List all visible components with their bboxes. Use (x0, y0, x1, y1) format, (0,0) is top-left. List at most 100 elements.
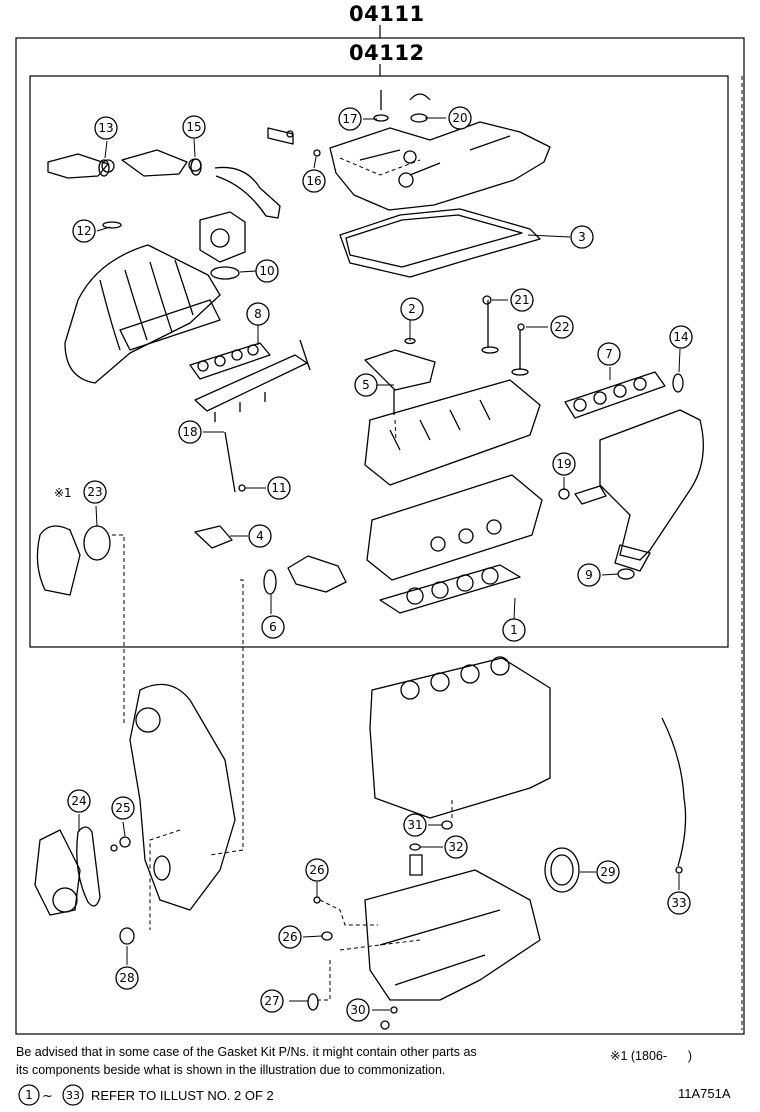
callout-number: 30 (350, 1003, 365, 1017)
callout-number: 32 (448, 840, 463, 854)
callout-circle (669, 325, 693, 349)
callout-number: 3 (578, 230, 586, 244)
callout-number: 20 (452, 111, 467, 125)
callout-11: 11 (267, 476, 291, 500)
callout-number: 27 (264, 994, 279, 1008)
callout-number: 18 (182, 425, 197, 439)
callout-18: 18 (178, 420, 202, 444)
callout-number: 9 (585, 568, 593, 582)
callout-4: 4 (248, 524, 272, 548)
callout-9: 9 (577, 563, 601, 587)
callout-21: 21 (510, 288, 534, 312)
callout-circle (667, 891, 691, 915)
callout-circle (338, 107, 362, 131)
callout-13: 13 (94, 116, 118, 140)
callout-circle (94, 116, 118, 140)
callout-24: 24 (67, 789, 91, 813)
callout-circle (72, 219, 96, 243)
callout-number: 31 (407, 818, 422, 832)
range-start-number: 1 (25, 1088, 33, 1102)
callout-circle (111, 796, 135, 820)
callout-14: 14 (669, 325, 693, 349)
callout-number: 16 (306, 174, 321, 188)
callout-circle (261, 615, 285, 639)
callout-30: 30 (346, 998, 370, 1022)
callout-circle (550, 315, 574, 339)
callout-25: 25 (111, 796, 135, 820)
callout-circle (305, 858, 329, 882)
callout-number: 2 (408, 302, 416, 316)
callout-circle (278, 925, 302, 949)
callout-number: 19 (556, 457, 571, 471)
callout-16: 16 (302, 169, 326, 193)
callout-number: 17 (342, 112, 357, 126)
callout-circle (260, 989, 284, 1013)
notice-line-2: its components beside what is shown in t… (16, 1063, 446, 1077)
illustration-id: 11A751A (678, 1086, 731, 1101)
callout-17: 17 (338, 107, 362, 131)
callout-circle (246, 302, 270, 326)
callout-circle (597, 342, 621, 366)
callout-2: 2 (400, 297, 424, 321)
kit-code-04112: 04112 (349, 41, 425, 65)
note-mark: ※1 (54, 486, 72, 500)
callout-number: 28 (119, 971, 134, 985)
callout-circle (346, 998, 370, 1022)
callout-number: 29 (600, 865, 615, 879)
callout-circle (577, 563, 601, 587)
callout-circle (510, 288, 534, 312)
callout-27: 27 (260, 989, 284, 1013)
range-end-circle: 33 (62, 1084, 84, 1106)
callout-circle (302, 169, 326, 193)
kit-code-04111: 04111 (349, 2, 425, 26)
callout-circle (403, 813, 427, 837)
callout-32: 32 (444, 835, 468, 859)
callout-circle (552, 452, 576, 476)
refer-text: REFER TO ILLUST NO. 2 OF 2 (91, 1088, 274, 1103)
callout-31: 31 (403, 813, 427, 837)
callout-26: 26 (278, 925, 302, 949)
dashed-leaders (112, 157, 453, 1001)
callout-8: 8 (246, 302, 270, 326)
range-start-circle: 1 (18, 1084, 40, 1106)
callout-number: 22 (554, 320, 569, 334)
callout-29: 29 (596, 860, 620, 884)
callout-number: 21 (514, 293, 529, 307)
callout-26: 26 (305, 858, 329, 882)
callout-circle (178, 420, 202, 444)
callout-19: 19 (552, 452, 576, 476)
callout-circle (596, 860, 620, 884)
callout-10: 10 (255, 259, 279, 283)
callout-number: 10 (259, 264, 274, 278)
range-separator: ~ (42, 1089, 53, 1104)
footnote-date: ※1 (1806- ) (610, 1049, 693, 1063)
callout-circle (354, 373, 378, 397)
callout-number: 26 (282, 930, 297, 944)
callout-circle (502, 618, 526, 642)
callout-circle (255, 259, 279, 283)
callout-5: 5 (354, 373, 378, 397)
callout-20: 20 (448, 106, 472, 130)
callout-circle (570, 225, 594, 249)
callout-28: 28 (115, 966, 139, 990)
callout-circle (400, 297, 424, 321)
callout-number: 8 (254, 307, 262, 321)
callout-6: 6 (261, 615, 285, 639)
callout-circle (67, 789, 91, 813)
callout-number: 12 (76, 224, 91, 238)
callout-circle (83, 480, 107, 504)
callout-number: 26 (309, 863, 324, 877)
callout-number: 13 (98, 121, 113, 135)
callout-22: 22 (550, 315, 574, 339)
callout-23: 23 (83, 480, 107, 504)
callout-7: 7 (597, 342, 621, 366)
callout-circle (444, 835, 468, 859)
callout-33: 33 (667, 891, 691, 915)
callout-number: 15 (186, 120, 201, 134)
callout-number: 14 (673, 330, 688, 344)
part-drawings (34, 90, 704, 1030)
kit-frame-04111 (15, 37, 745, 1035)
callout-leaders (78, 117, 681, 1011)
callout-number: 33 (671, 896, 686, 910)
